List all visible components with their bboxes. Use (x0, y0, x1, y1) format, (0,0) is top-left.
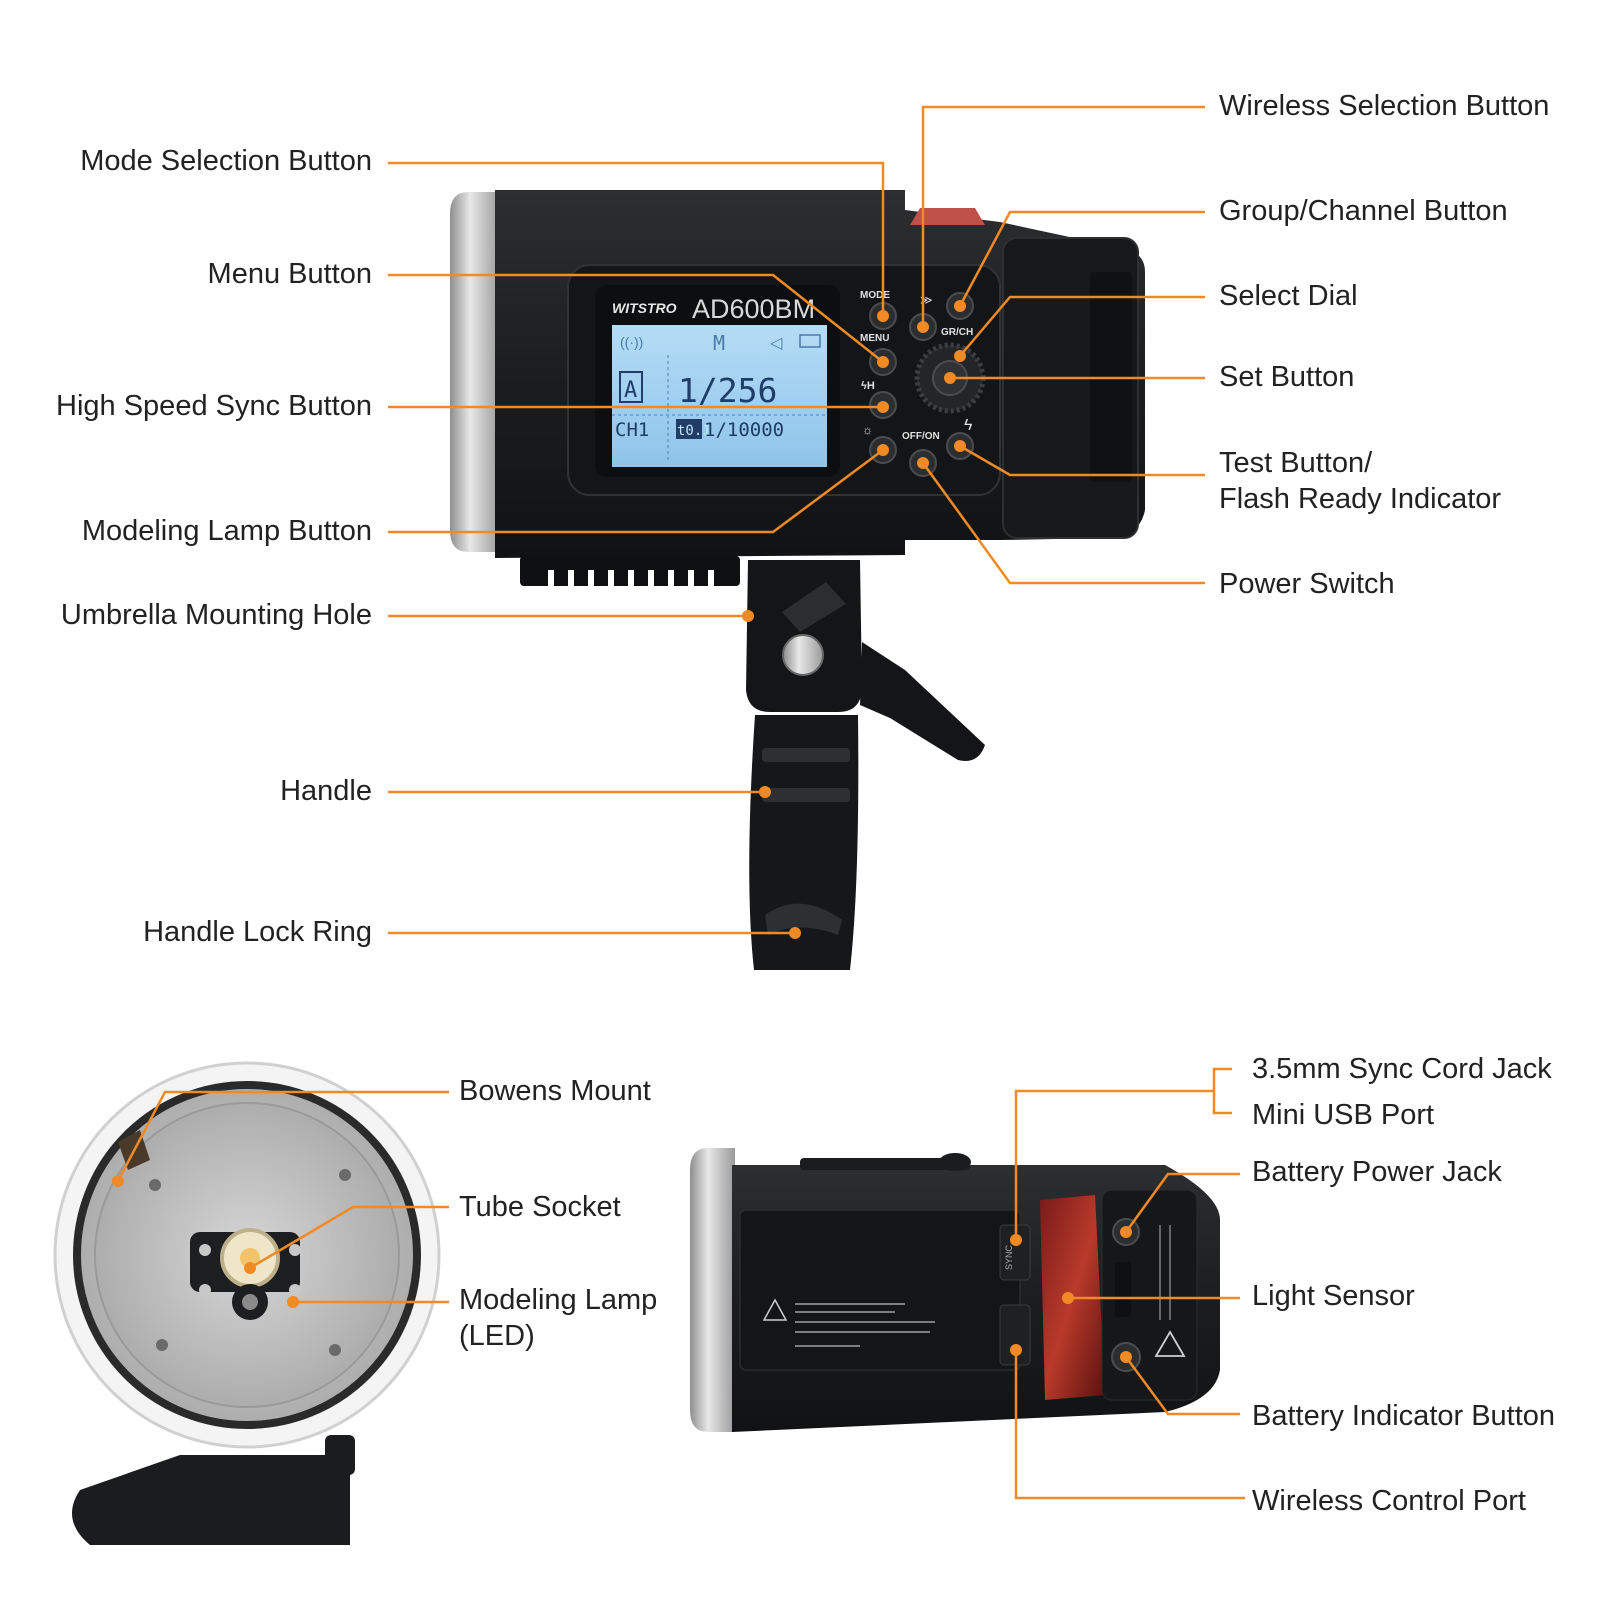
lcd-screen (612, 325, 827, 467)
info-panel (739, 1209, 1021, 1371)
leader-lines (116, 105, 1245, 1500)
main-flash-unit: WITSTRO AD600BM ((·)) M ◁ A 1/256 CH1 t0… (450, 190, 1145, 970)
bracket-lever[interactable] (782, 582, 846, 632)
hss-button-label: ϟH (861, 380, 875, 392)
brand-text: WITSTRO (612, 300, 677, 316)
label-modeling-led-line1: Modeling Lamp (459, 1284, 658, 1316)
model-text: AD600BM (692, 294, 815, 324)
handle-grip (749, 715, 859, 970)
label-select-dial: Select Dial (1219, 280, 1358, 312)
label-battery-indicator: Battery Indicator Button (1252, 1400, 1556, 1432)
lcd-power: 1/256 (678, 371, 777, 410)
lcd-channel: CH1 (615, 419, 649, 441)
label-modeling-lamp-button: Modeling Lamp Button (81, 515, 372, 547)
tilt-lever[interactable] (860, 642, 985, 761)
front-ring (450, 192, 500, 552)
label-usb: Mini USB Port (1252, 1099, 1435, 1131)
label-bowens: Bowens Mount (459, 1075, 651, 1107)
label-hss: High Speed Sync Button (56, 390, 372, 422)
lamp-glyph-icon: ☼ (862, 423, 873, 437)
label-handle-lock: Handle Lock Ring (143, 916, 372, 948)
label-battery-jack: Battery Power Jack (1252, 1156, 1502, 1188)
side-front-ring (690, 1148, 735, 1432)
umbrella-hole (782, 634, 824, 676)
label-umbrella: Umbrella Mounting Hole (60, 599, 372, 631)
label-tube-socket: Tube Socket (459, 1191, 621, 1223)
lcd-mode: M (713, 331, 725, 355)
side-view: SYNC (690, 1148, 1220, 1432)
label-handle: Handle (280, 775, 372, 807)
label-mode-selection: Mode Selection Button (80, 145, 372, 177)
handle-lock-ring[interactable] (765, 903, 842, 935)
wireless-lcd-icon: ((·)) (620, 334, 643, 350)
warning-icon (762, 1298, 788, 1321)
label-modeling-led-line2: (LED) (459, 1320, 535, 1352)
front-stand (72, 1455, 350, 1545)
lcd-speed: 1/10000 (704, 419, 784, 441)
label-test-line2: Flash Ready Indicator (1219, 483, 1502, 515)
leader-dots (112, 300, 1132, 1363)
lcd-group: A (624, 378, 637, 403)
top-sensor (910, 208, 985, 225)
sync-port-label: SYNC (1004, 1244, 1014, 1270)
lcd-step: t0.1 (677, 423, 711, 439)
label-test-line1: Test Button/ (1219, 447, 1373, 479)
offon-button-label: OFF/ON (902, 431, 940, 442)
label-menu: Menu Button (207, 258, 372, 290)
flash-glyph-icon: ϟ (964, 417, 973, 434)
grch-button-label: GR/CH (941, 327, 973, 338)
label-power: Power Switch (1219, 568, 1395, 600)
label-light-sensor: Light Sensor (1252, 1280, 1415, 1312)
label-sync-jack: 3.5mm Sync Cord Jack (1252, 1053, 1552, 1085)
label-wireless-selection: Wireless Selection Button (1219, 90, 1550, 122)
mode-button-label: MODE (860, 290, 890, 301)
label-group-channel: Group/Channel Button (1219, 195, 1508, 227)
label-wireless-port: Wireless Control Port (1252, 1485, 1526, 1517)
front-view (53, 1061, 441, 1545)
battery-lcd-icon (799, 334, 821, 348)
speaker-lcd-icon: ◁ (769, 335, 783, 352)
label-set: Set Button (1219, 361, 1355, 393)
menu-button-label: MENU (860, 333, 889, 344)
